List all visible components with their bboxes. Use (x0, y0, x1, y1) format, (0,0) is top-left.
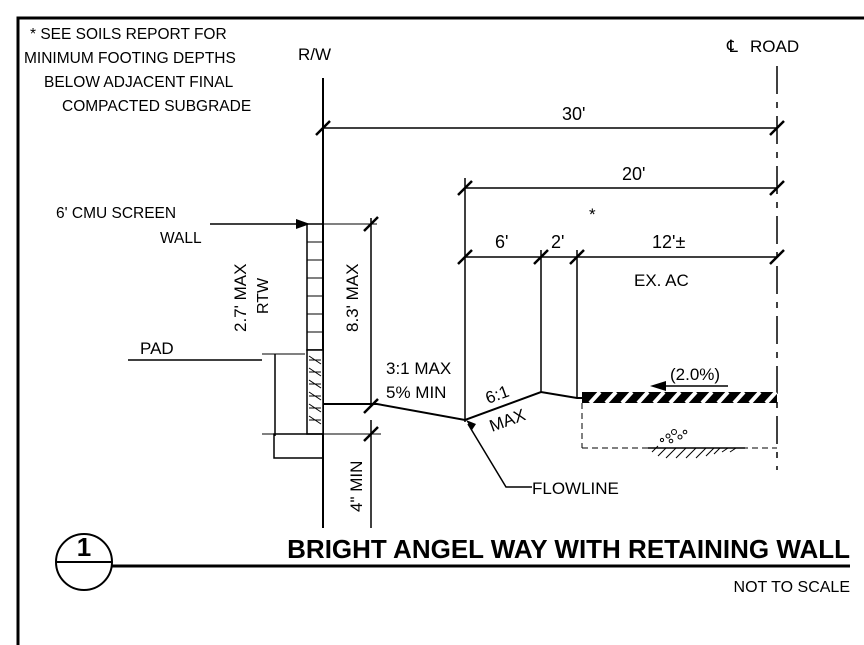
cmu-label-line-1: 6' CMU SCREEN (56, 205, 176, 222)
dimension-30ft: 30' (315, 104, 785, 136)
cmu-screen-wall (306, 223, 324, 351)
cross-slope-label: (2.0%) (670, 365, 720, 384)
dimension-30ft-label: 30' (562, 104, 585, 124)
retaining-wall (273, 349, 324, 459)
dimension-string: 6' 2' * 12'± (457, 205, 785, 398)
asterisk-marker: * (589, 205, 596, 224)
max-height-label: 8.3' MAX (343, 264, 362, 332)
min-depth-dimension: 4" MIN (323, 420, 381, 528)
pad-label: PAD (140, 339, 174, 358)
dimension-2ft-label: 2' (551, 232, 564, 252)
aggregate-base-symbol (648, 429, 745, 459)
note-line-2: MINIMUM FOOTING DEPTHS (24, 50, 236, 67)
sheet-border (16, 16, 864, 645)
rtw-height-dimension: 2.7' MAX RTW (231, 264, 305, 436)
flowline-callout: FLOWLINE (466, 420, 619, 498)
dimension-20ft: 20' (457, 164, 785, 422)
existing-ac-label: EX. AC (634, 271, 689, 290)
soils-note: * SEE SOILS REPORT FOR MINIMUM FOOTING D… (24, 26, 251, 115)
existing-pavement (581, 390, 778, 449)
note-line-1: * SEE SOILS REPORT FOR (30, 26, 227, 43)
dimension-12ft-label: 12'± (652, 232, 685, 252)
cmu-wall-callout: 6' CMU SCREEN WALL (56, 205, 310, 247)
centerline-label: ℄ ROAD (726, 37, 799, 56)
title-block: 1 BRIGHT ANGEL WAY WITH RETAINING WALL N… (55, 532, 850, 596)
max-height-dimension: 8.3' MAX (323, 216, 379, 414)
slope-label-line-1: 3:1 MAX (386, 359, 451, 378)
centerline-road-label: ROAD (750, 37, 799, 56)
dimension-20ft-label: 20' (622, 164, 645, 184)
centerline-symbol: ℄ (726, 37, 738, 56)
flowline-label: FLOWLINE (532, 479, 619, 498)
min-depth-label: 4" MIN (347, 461, 366, 512)
slope-label-line-2: 5% MIN (386, 383, 446, 402)
cmu-label-line-2: WALL (160, 230, 202, 247)
scale-note: NOT TO SCALE (734, 579, 850, 596)
cross-slope-callout: (2.0%) (650, 365, 728, 391)
detail-number: 1 (77, 532, 91, 562)
rw-label: R/W (298, 45, 331, 64)
rtw-height-label: 2.7' MAX (231, 264, 250, 332)
detail-title: BRIGHT ANGEL WAY WITH RETAINING WALL (287, 534, 850, 564)
rtw-label: RTW (255, 277, 272, 314)
note-line-4: COMPACTED SUBGRADE (62, 98, 251, 115)
note-line-3: BELOW ADJACENT FINAL (44, 74, 234, 91)
dimension-6ft-label: 6' (495, 232, 508, 252)
